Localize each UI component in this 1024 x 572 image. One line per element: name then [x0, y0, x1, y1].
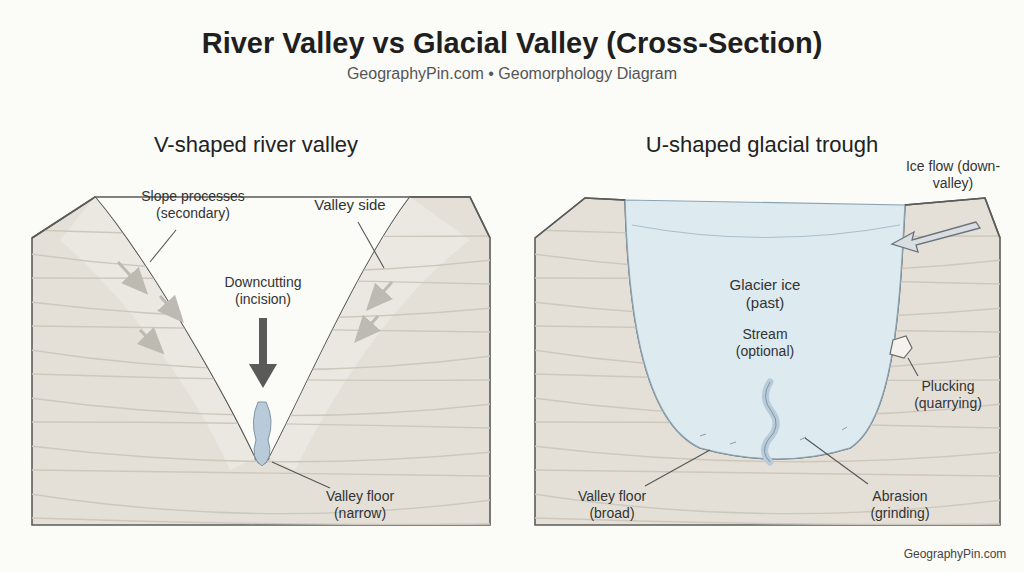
downcutting-arrow [249, 318, 277, 388]
process-label: Downcutting (incision) [211, 274, 315, 308]
subtitle: GeographyPin.com • Geomorphology Diagram [212, 64, 812, 83]
valley-slope [60, 197, 255, 470]
glacier-ice [625, 200, 905, 459]
panel-heading: U-shaped glacial trough [592, 132, 932, 158]
part-label: Glacier ice (past) [715, 276, 815, 312]
panel-heading: V-shaped river valley [86, 132, 426, 158]
process-label: Slope processes (secondary) [132, 188, 254, 222]
process-label: Plucking (quarrying) [900, 378, 996, 412]
ice-flow-arrow [892, 222, 980, 252]
part-label: Stream (optional) [717, 326, 813, 360]
diagram-title: River Valley vs Glacial Valley (Cross-Se… [62, 26, 962, 61]
valley-slope [269, 197, 470, 470]
plucked-block [890, 336, 912, 358]
stream [764, 382, 776, 462]
slope-arrows [118, 262, 392, 346]
river-water [253, 402, 271, 466]
process-label: Abrasion (grinding) [852, 488, 948, 522]
river-valley-block [32, 197, 490, 525]
part-label: Valley side [305, 196, 395, 214]
process-label: Ice flow (down-valley) [897, 158, 1009, 192]
leader-line [150, 222, 918, 488]
part-label: Valley floor (narrow) [310, 488, 410, 522]
rock-strata [30, 230, 492, 524]
watermark: GeographyPin.com [895, 547, 1015, 561]
glacial-trough-block [535, 198, 1000, 525]
part-label: Valley floor (broad) [562, 488, 662, 522]
